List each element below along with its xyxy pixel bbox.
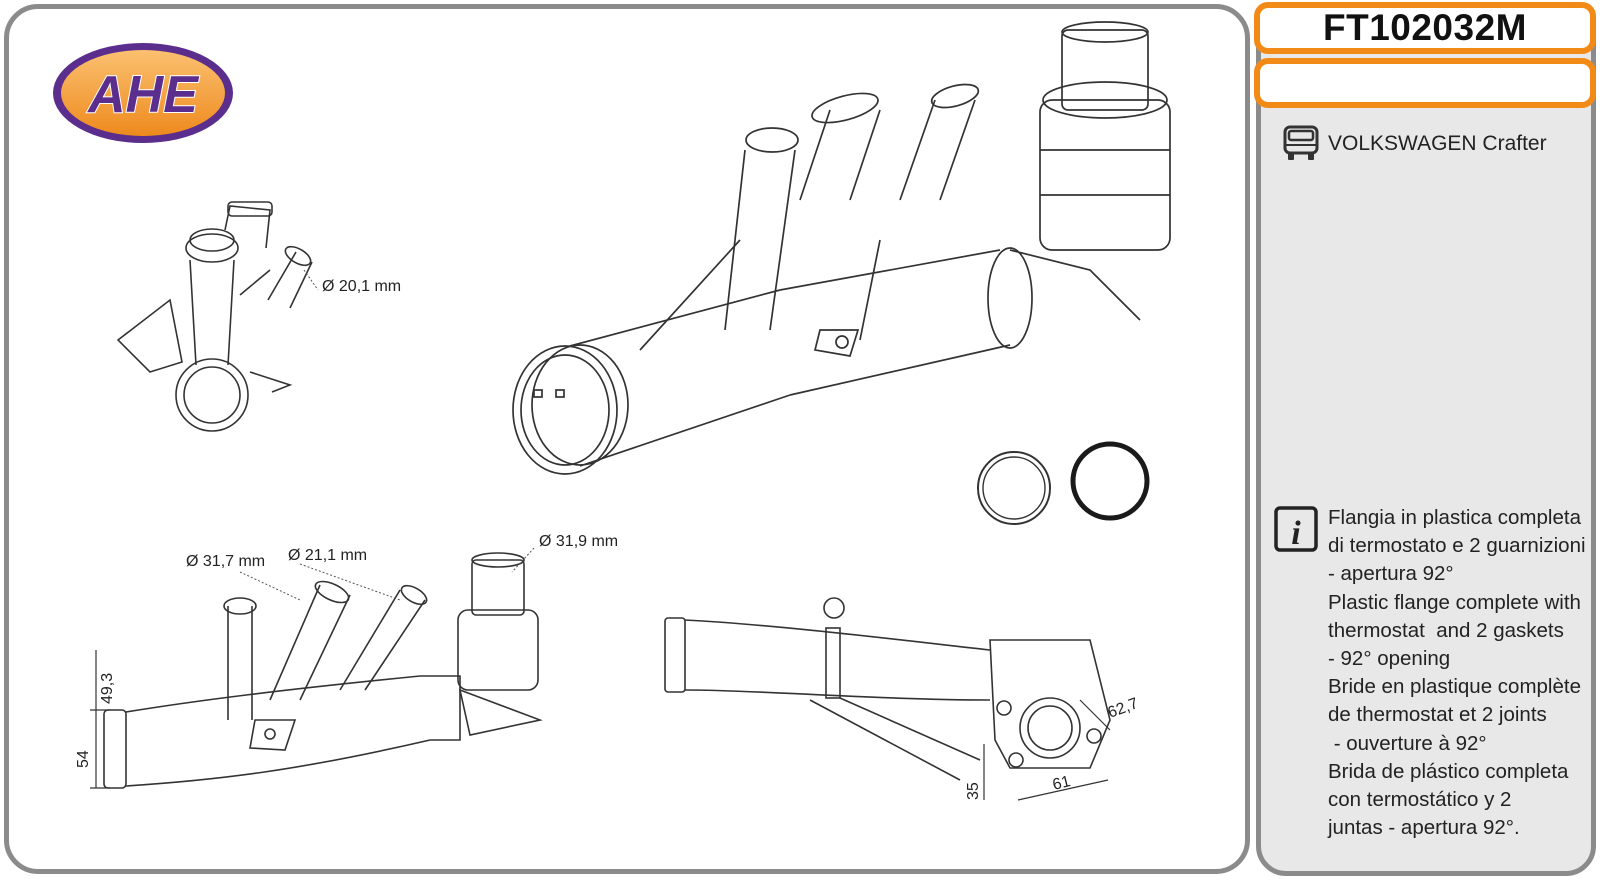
vehicle-row: VOLKSWAGEN Crafter: [1282, 124, 1547, 164]
description-line: con termostático y 2: [1328, 788, 1512, 812]
product-code: FT102032M: [1254, 2, 1596, 54]
dim-label: Ø 20,1 mm: [322, 278, 401, 295]
dim-height-lower: 54: [75, 750, 92, 768]
dim-pipe-b: Ø 21,1 mm: [288, 547, 367, 564]
svg-text:i: i: [1291, 515, 1301, 552]
description-line: de thermostat et 2 joints: [1328, 703, 1547, 727]
gasket-thick: [1070, 441, 1150, 521]
view-main-iso: [512, 21, 1171, 475]
drawing-panel: [4, 4, 1250, 874]
dim-height-upper: 49,3: [99, 673, 116, 704]
description-line: - ouverture à 92°: [1328, 731, 1487, 755]
dim-flange-diag: 62,7: [1106, 695, 1141, 722]
ahe-logo: AHE: [53, 43, 233, 143]
description-line: - apertura 92°: [1328, 562, 1454, 586]
info-icon: i: [1274, 506, 1318, 552]
logo-text: AHE: [86, 66, 199, 124]
dim-flange-width: 61: [1051, 773, 1072, 794]
description-line: Plastic flange complete with: [1328, 590, 1581, 614]
description-line: juntas - apertura 92°.: [1328, 816, 1520, 840]
technical-drawing: AHE Ø 20,1 mm: [53, 21, 1171, 801]
van-icon: [1283, 125, 1319, 160]
view-small-front: [116, 201, 313, 432]
description-line: Brida de plástico completa: [1328, 759, 1569, 783]
description-line: - 92° opening: [1328, 647, 1451, 671]
dim-pipe-a: Ø 31,7 mm: [186, 553, 265, 570]
gasket-thin: [977, 451, 1051, 525]
description-line: Bride en plastique complète: [1328, 675, 1581, 699]
dim-heights: [90, 650, 110, 789]
description-line: Flangia in plastica completa: [1328, 506, 1581, 529]
dim-small-pipe: Ø 20,1 mm: [303, 269, 401, 295]
description-line: thermostat and 2 gaskets: [1328, 618, 1564, 642]
view-flange: [664, 597, 1111, 781]
view-side-left: [103, 552, 543, 789]
dim-flange: [983, 699, 1111, 801]
dim-flange-height: 35: [965, 782, 982, 800]
dim-side-pipes: [239, 547, 535, 601]
info-sidebar: [1256, 4, 1596, 876]
product-description: Flangia in plastica completa di termosta…: [1328, 504, 1590, 842]
vehicle-label: VOLKSWAGEN Crafter: [1328, 132, 1547, 155]
description-line: di termostato e 2 guarnizioni: [1328, 534, 1586, 558]
product-subcode: [1254, 58, 1596, 108]
dim-pipe-c: Ø 31,9 mm: [539, 533, 618, 550]
